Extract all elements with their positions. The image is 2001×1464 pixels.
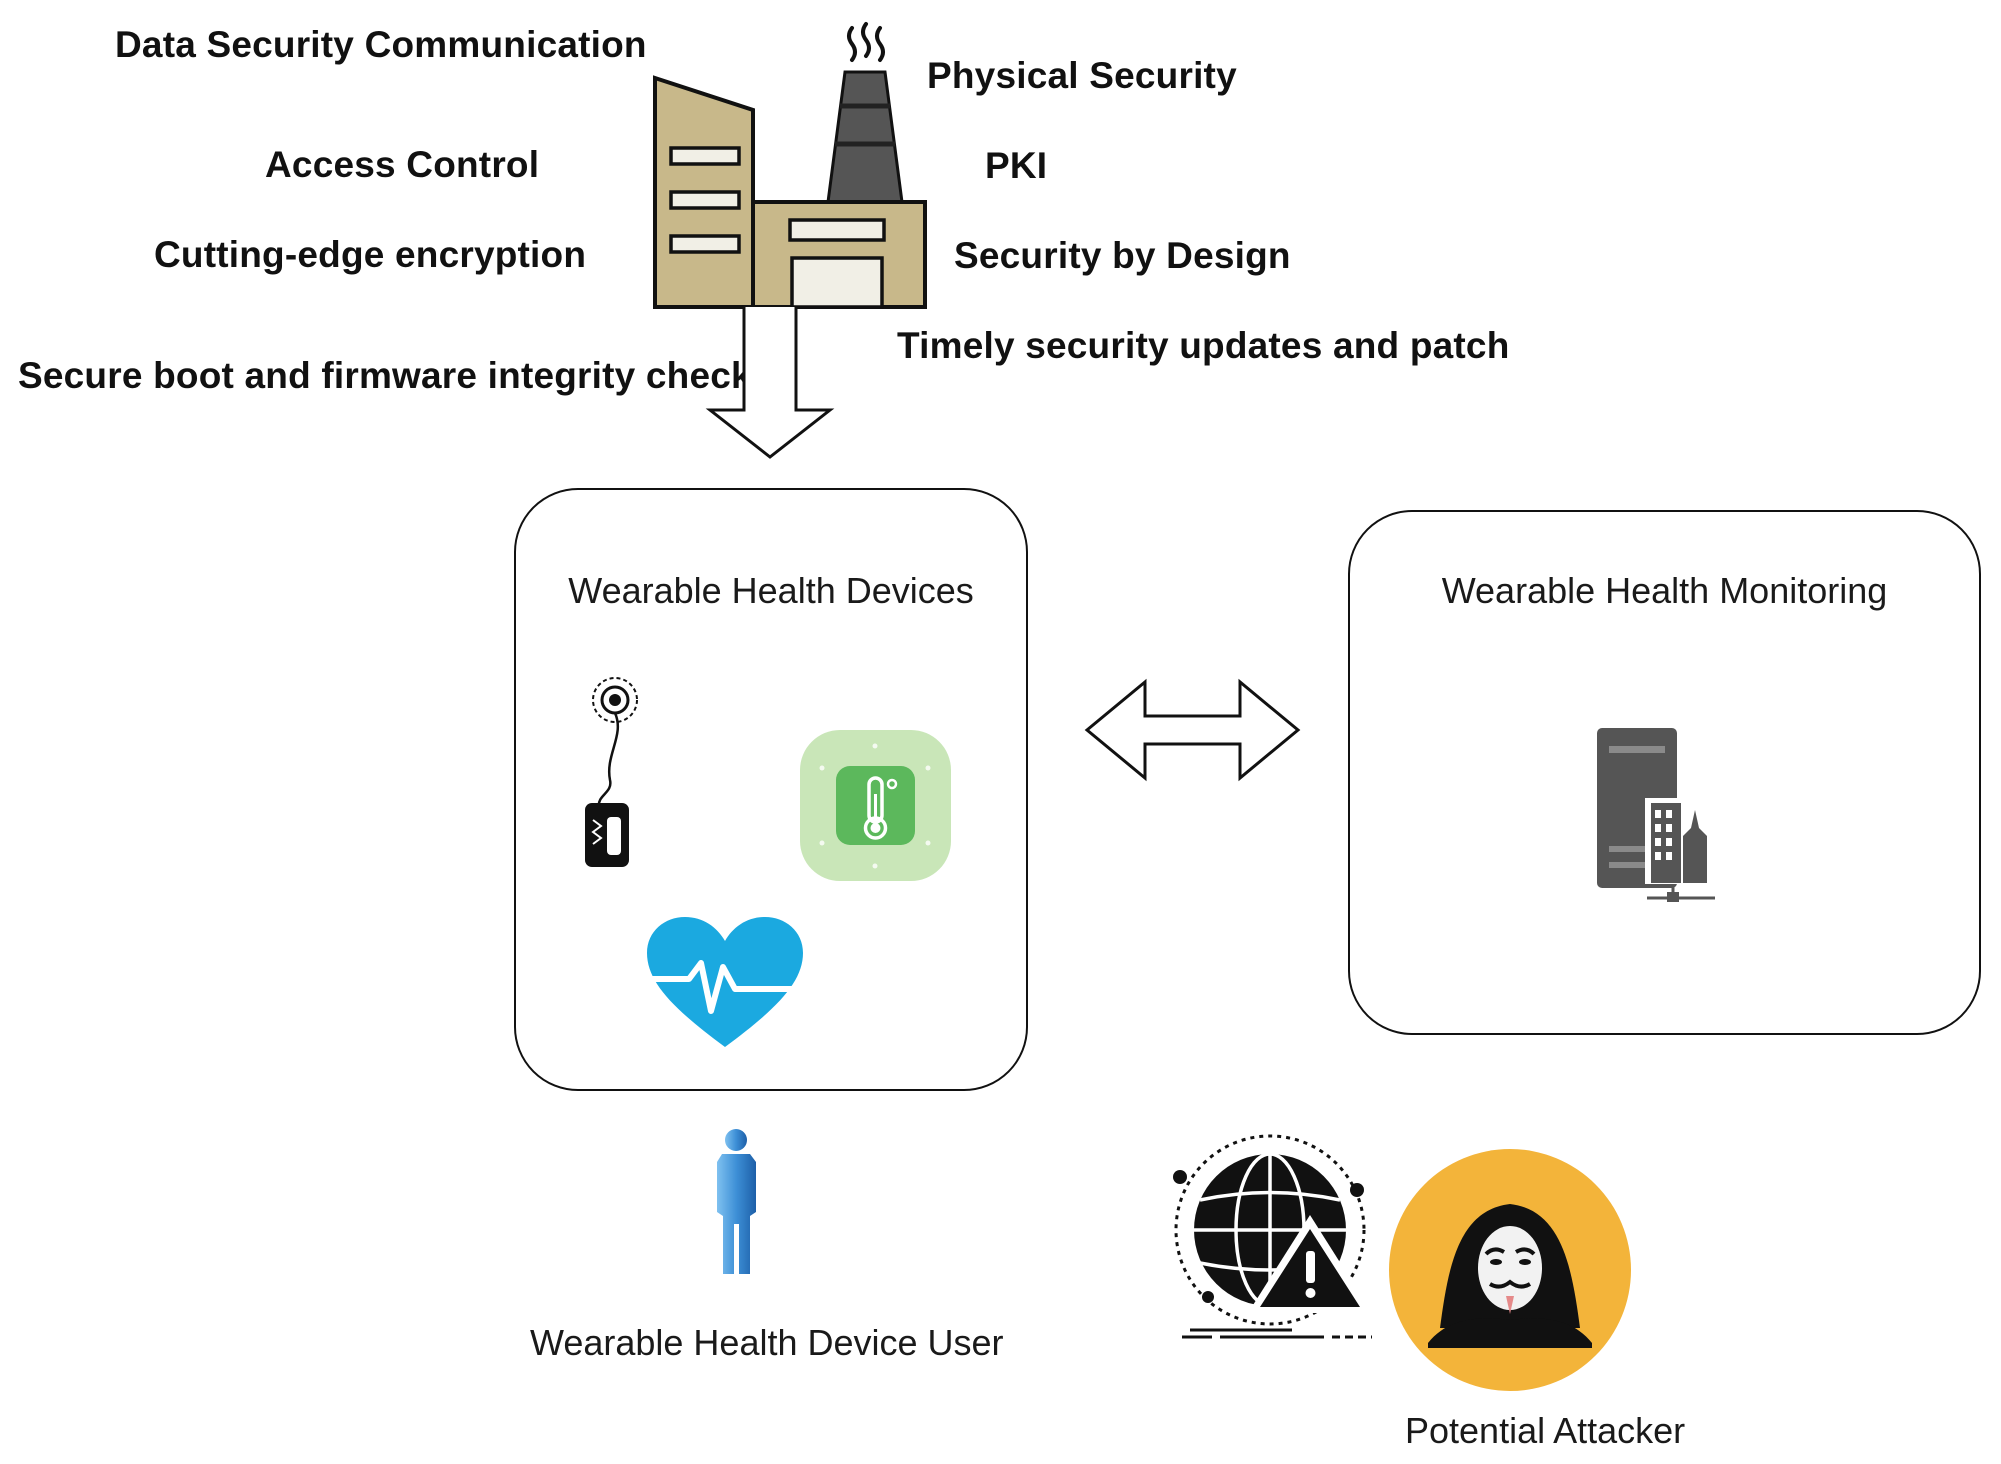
devices-box-title: Wearable Health Devices — [568, 570, 974, 611]
label-access-control: Access Control — [265, 144, 540, 185]
hacker-mask-icon — [1389, 1149, 1631, 1391]
label-pki: PKI — [985, 145, 1048, 186]
smoke-icon — [847, 22, 885, 62]
label-data-security-communication: Data Security Communication — [115, 24, 647, 65]
monitoring-box-title: Wearable Health Monitoring — [1441, 570, 1888, 611]
thermometer-icon — [800, 730, 951, 881]
label-timely-updates: Timely security updates and patch — [897, 325, 1510, 366]
ecg-sensor-icon — [585, 677, 638, 867]
factory-icon — [653, 22, 927, 309]
label-security-by-design: Security by Design — [954, 235, 1291, 276]
label-encryption: Cutting-edge encryption — [154, 234, 587, 275]
server-building-icon — [1597, 728, 1715, 902]
heart-pulse-icon — [647, 917, 803, 1047]
down-arrow-icon — [705, 307, 835, 459]
double-arrow-icon — [1084, 678, 1301, 782]
user-figure-icon — [717, 1129, 756, 1274]
user-label: Wearable Health Device User — [530, 1322, 1004, 1363]
label-secure-boot: Secure boot and firmware integrity check… — [18, 355, 773, 396]
globe-warning-icon — [1173, 1134, 1372, 1339]
label-physical-security: Physical Security — [927, 55, 1237, 96]
attacker-label: Potential Attacker — [1405, 1410, 1686, 1451]
